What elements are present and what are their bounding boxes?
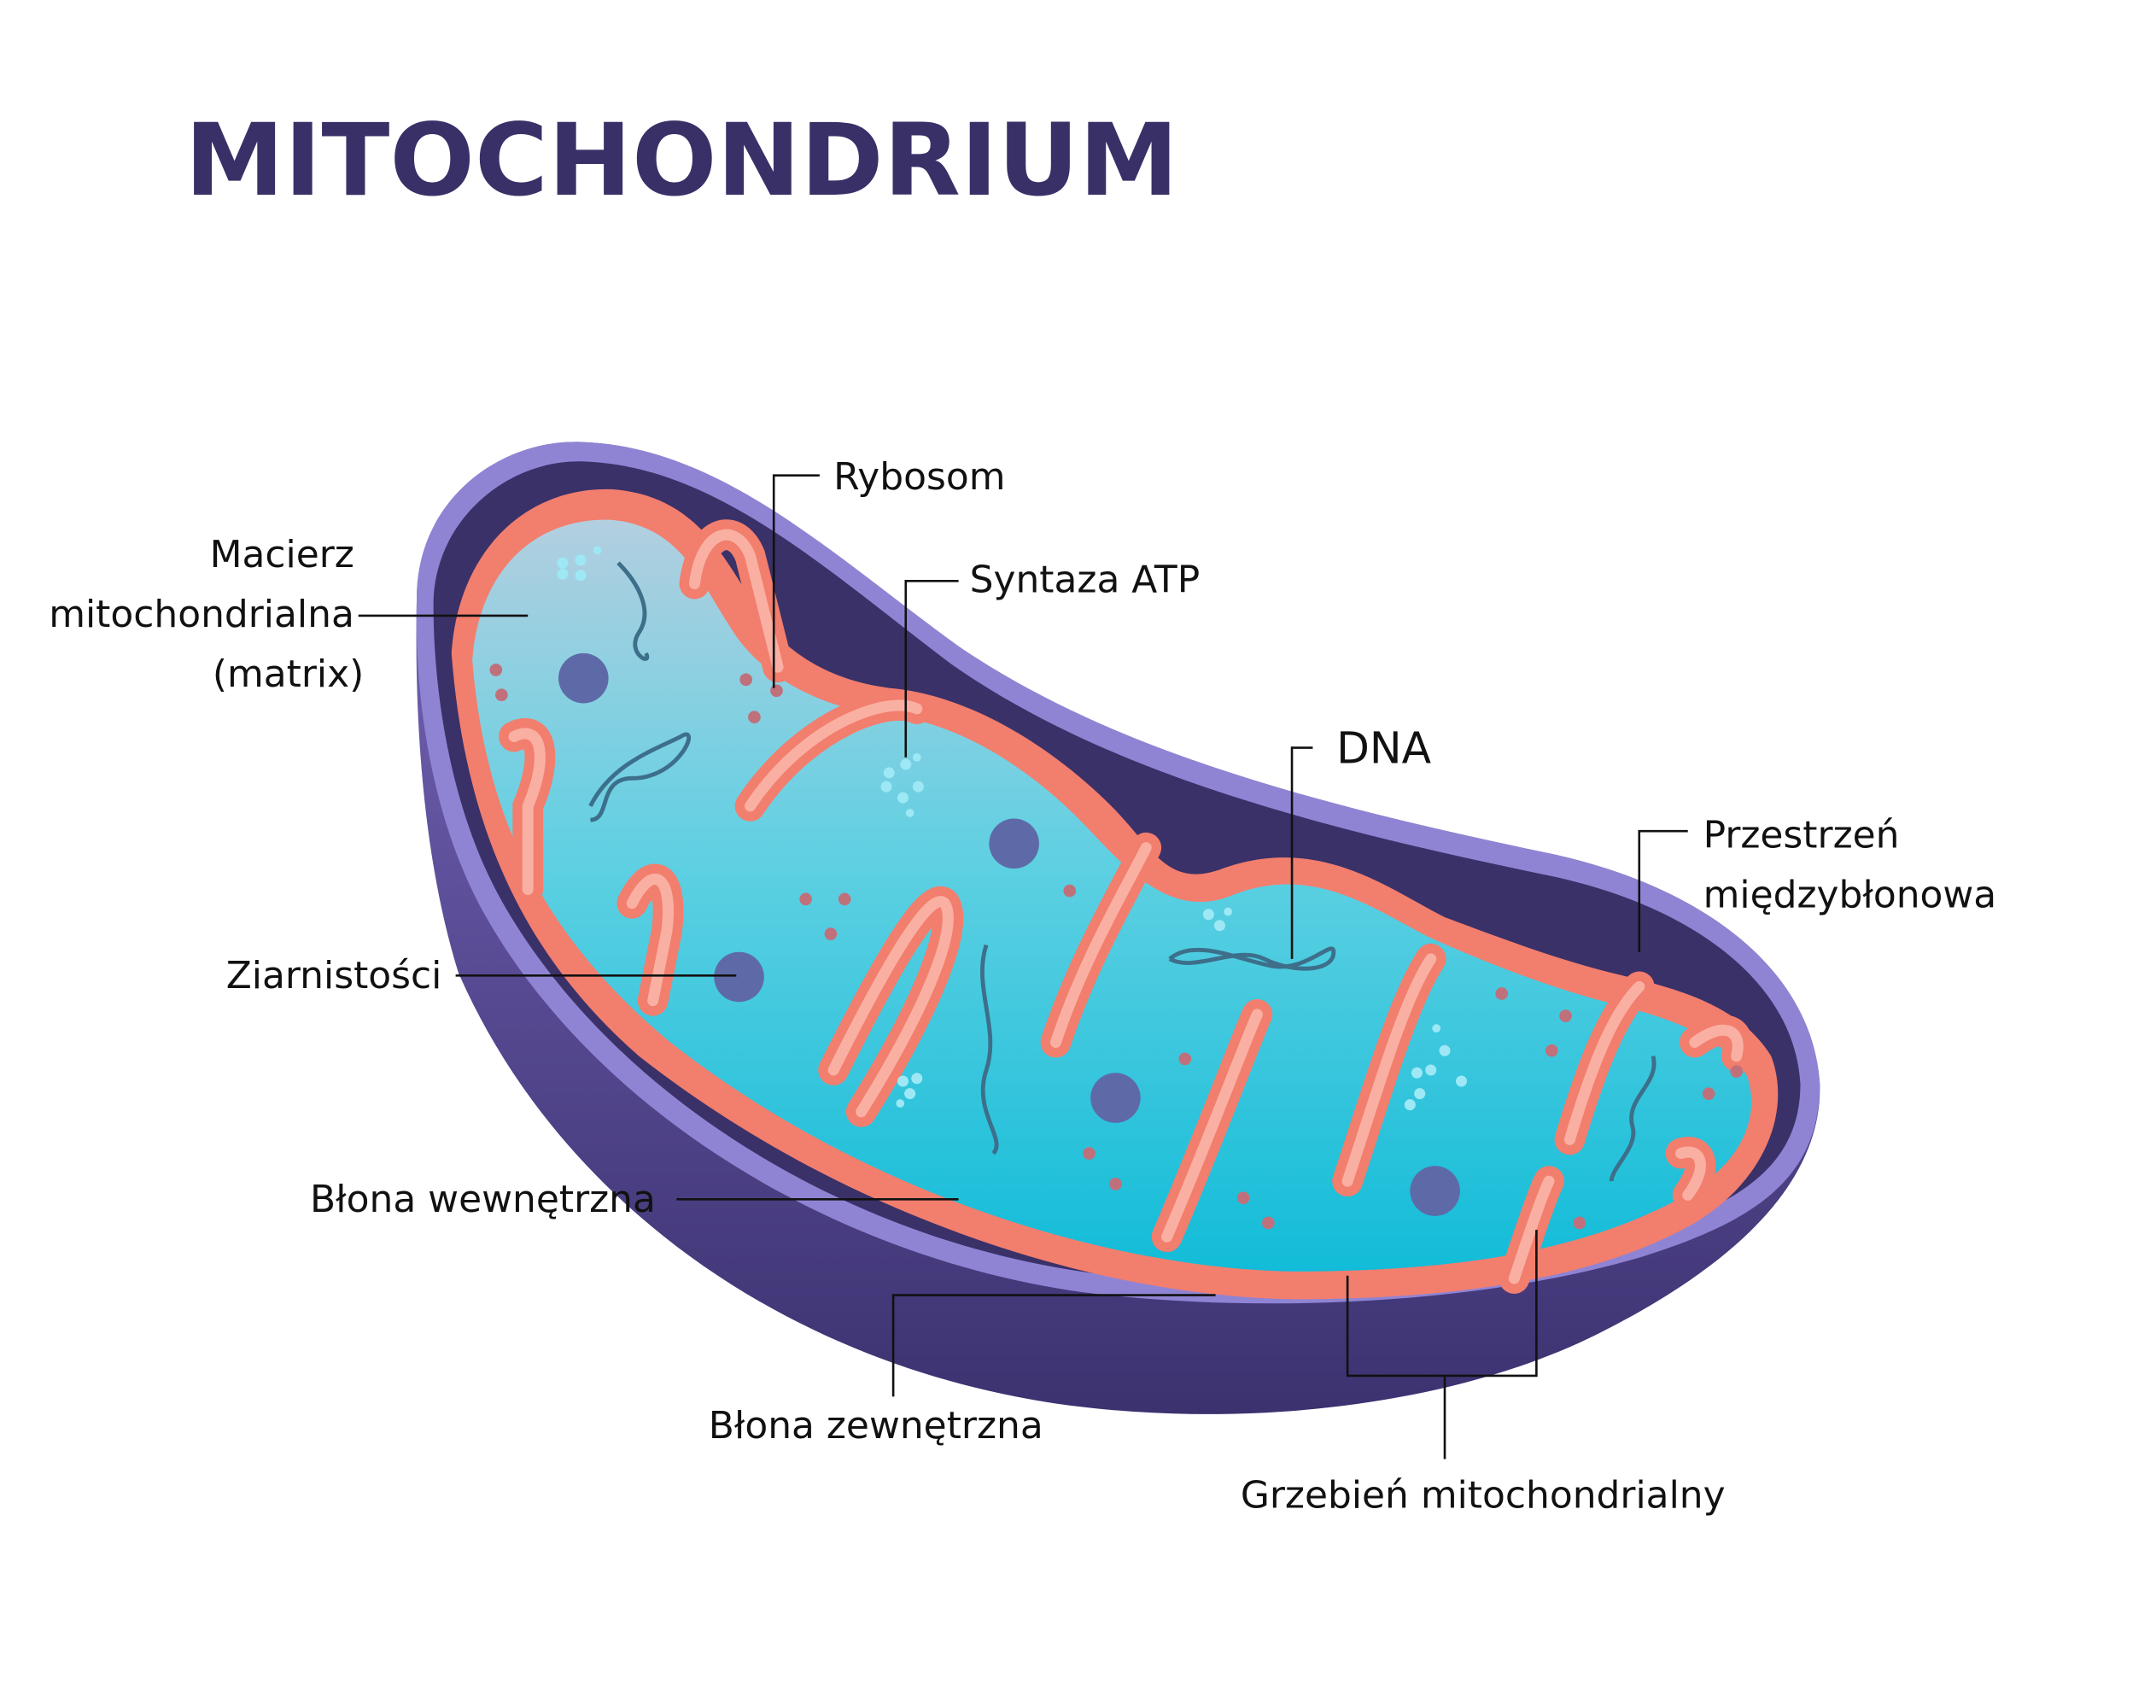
label-matrix-2: mitochondrialna: [49, 593, 354, 636]
label-dna: DNA: [1336, 722, 1432, 773]
atp-synthase-particles: [557, 546, 1468, 1111]
label-matrix-1: Macierz: [210, 533, 354, 576]
diagram-title: MITOCHONDRIUM: [184, 102, 1178, 219]
label-outer-membrane: Błona zewnętrzna: [709, 1404, 1043, 1448]
granules: [558, 652, 1460, 1216]
label-inner-membrane: Błona wewnętrzna: [310, 1178, 656, 1221]
label-matrix-3: (matrix): [213, 652, 364, 696]
label-intermembrane-2: międzybłonowa: [1703, 874, 1997, 917]
label-intermembrane-1: Przestrzeń: [1703, 814, 1900, 857]
label-crista: Grzebień mitochondrialny: [1241, 1473, 1726, 1517]
dna-strands: [588, 561, 1656, 1182]
cristae: [499, 519, 1754, 1294]
label-atp-synthase: Syntaza ATP: [970, 558, 1201, 601]
label-granules: Ziarnistości: [226, 954, 442, 997]
ribosomes: [489, 664, 1743, 1230]
leader-lines: [358, 474, 1688, 1459]
label-ribosome: Rybosom: [833, 455, 1005, 499]
